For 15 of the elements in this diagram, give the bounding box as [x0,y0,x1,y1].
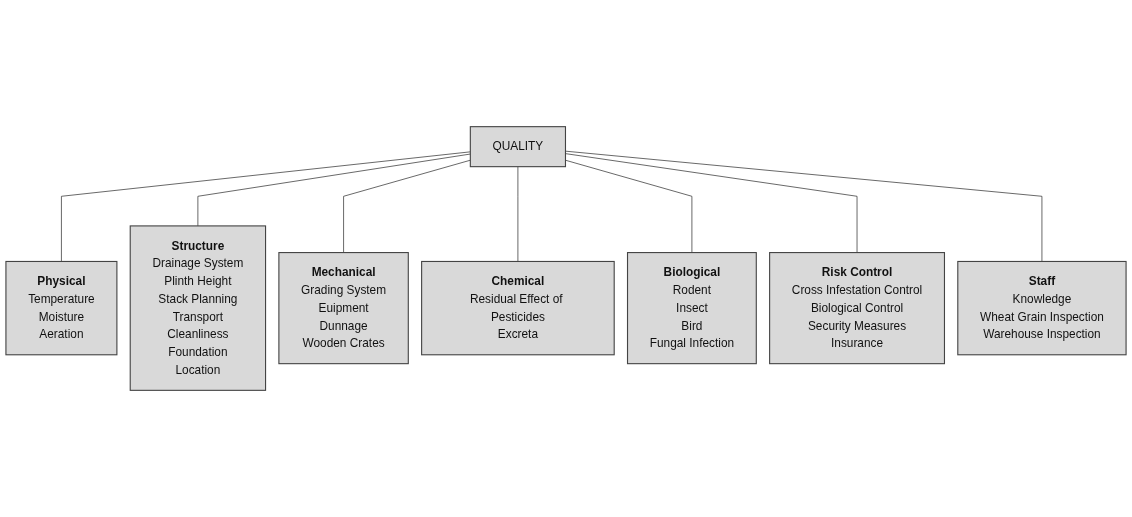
node-box: Physical Temperature Moisture Aeration [5,260,118,356]
connector [343,159,471,253]
node-box: Structure Drainage System Plinth Height Stack Planning Transport Cleanliness Foundation Location [129,225,267,391]
connector [197,153,471,227]
node-box: Risk Control Cross Infestation Control Biological Control Security Measures Insurance [769,252,946,365]
node-box: Biological Rodent Insect Bird Fungal Infection [626,252,757,365]
connector [517,166,519,262]
connector [565,150,1043,262]
node-box: Staff Knowledge Wheat Grain Inspection Warehouse Inspection [957,260,1127,356]
node-box: Chemical Residual Effect of Pesticides Excreta [421,260,615,356]
connector [61,151,471,262]
node-box: QUALITY [469,126,567,168]
connector [565,159,693,253]
node-box: Mechanical Grading System Euipment Dunnage Wooden Crates [278,252,409,365]
connector [565,153,858,253]
